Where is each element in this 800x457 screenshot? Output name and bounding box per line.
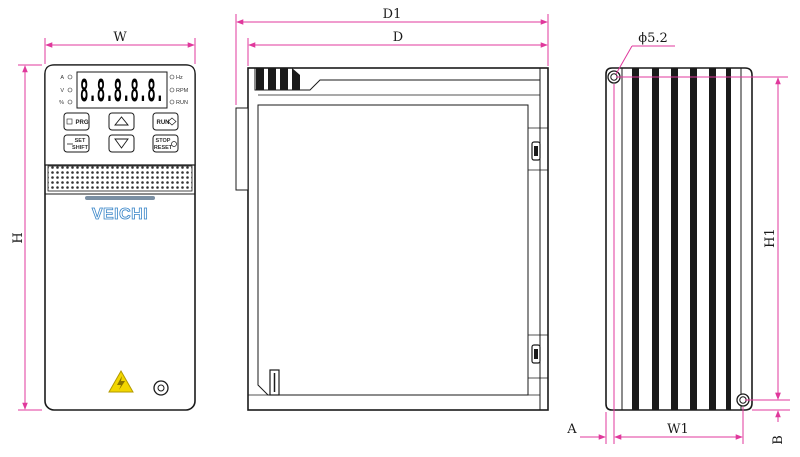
dim-label-w1: W1 — [667, 422, 689, 437]
nameplate-strip — [85, 196, 155, 200]
front-vent-grille — [47, 165, 193, 192]
heatsink-fins — [632, 68, 731, 410]
reset-button-label: RESET — [154, 145, 173, 151]
dim-label-hole: ϕ5.2 — [638, 31, 668, 46]
dim-label-h1: H1 — [763, 228, 778, 248]
back-view — [605, 67, 753, 411]
dim-label-d1: D1 — [383, 7, 402, 22]
dim-label-d: D — [393, 30, 403, 45]
prg-button-label: PRG — [75, 120, 88, 126]
warning-icon — [108, 369, 134, 393]
led-label-hz: Hz — [176, 75, 183, 81]
led-label-rpm: RPM — [176, 88, 189, 94]
led-run-icon — [169, 99, 175, 105]
led-percent-icon — [67, 99, 73, 105]
display-window — [76, 71, 168, 109]
side-view — [235, 67, 549, 411]
dimension-lines — [18, 14, 790, 444]
right-led-group: Hz RPM RUN — [169, 74, 189, 106]
led-v-icon — [67, 87, 73, 93]
side-housing — [247, 67, 549, 411]
dim-label-h: H — [11, 232, 26, 243]
front-view: 8.8.8.8.8. A V % Hz RPM RUN PRG — [44, 64, 196, 411]
led-label-percent: % — [59, 100, 64, 106]
up-arrow-icon — [114, 116, 129, 126]
brand-logo: VEICHI — [92, 206, 148, 223]
set-shift-button[interactable]: SET SHIFT — [63, 134, 90, 153]
down-button[interactable] — [108, 134, 135, 153]
keypad-protrusion — [235, 107, 249, 191]
led-hz-icon — [169, 74, 175, 80]
top-cooling-edge — [254, 68, 540, 91]
up-button[interactable] — [108, 112, 135, 131]
prg-button[interactable]: PRG — [63, 112, 90, 131]
down-arrow-icon — [114, 138, 129, 149]
side-vent-slots — [256, 68, 300, 90]
dim-label-a: A — [566, 422, 577, 437]
stop-button-label: STOP — [156, 138, 171, 144]
run-button[interactable]: RUN — [152, 112, 179, 131]
led-label-v: V — [60, 88, 64, 94]
front-screw-icon — [153, 380, 169, 396]
menu-icon — [66, 118, 73, 125]
dim-label-b: B — [771, 435, 786, 445]
left-led-group: A V % — [59, 74, 73, 106]
stop-reset-button[interactable]: STOP RESET — [152, 134, 179, 153]
diamond-icon — [167, 117, 177, 126]
seven-segment-display: 8.8.8.8.8. — [80, 74, 164, 109]
stop-circle-icon — [171, 141, 177, 147]
shift-button-label: SHIFT — [72, 145, 89, 151]
led-label-a: A — [60, 75, 64, 81]
dim-label-w: W — [113, 30, 127, 45]
led-a-icon — [67, 74, 73, 80]
led-rpm-icon — [169, 87, 175, 93]
led-label-run: RUN — [176, 100, 188, 106]
run-button-label: RUN — [157, 120, 170, 126]
set-button-label: SET — [75, 138, 86, 144]
